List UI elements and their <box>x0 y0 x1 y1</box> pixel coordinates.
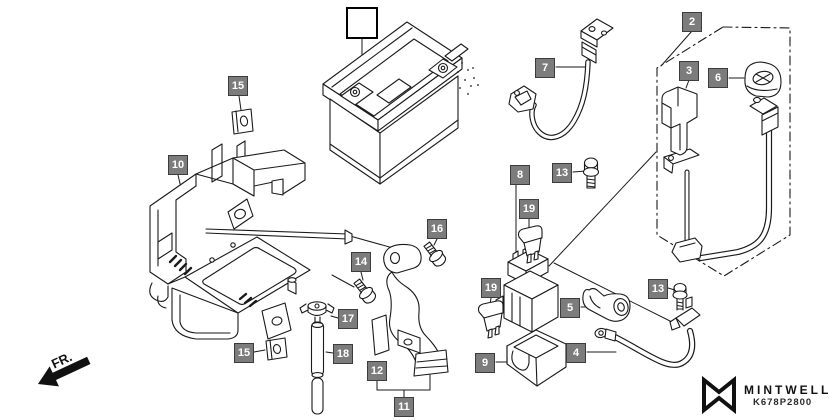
part-label-14[interactable]: 14 <box>351 252 371 272</box>
frame-section-boundary <box>656 26 791 277</box>
highlighted-part-label-box[interactable] <box>346 7 378 39</box>
part-label-4[interactable]: 4 <box>566 343 586 363</box>
part-label-2[interactable]: 2 <box>682 12 702 32</box>
hatch-marks <box>168 254 258 308</box>
part-label-3[interactable]: 3 <box>679 61 699 81</box>
part-label-5[interactable]: 5 <box>560 298 580 318</box>
part-label-6[interactable]: 6 <box>708 68 728 88</box>
starter-cable-drawing <box>663 96 779 263</box>
brand-name: MINTWELL <box>744 383 832 397</box>
diagram-code: K678P2800 <box>753 397 813 408</box>
part-label-13[interactable]: 13 <box>552 163 572 183</box>
part-label-17[interactable]: 17 <box>338 309 358 329</box>
battery-tray-drawing <box>149 140 353 340</box>
tube-cap-drawing <box>299 301 335 324</box>
part-label-15[interactable]: 15 <box>228 76 248 96</box>
part-label-9[interactable]: 9 <box>475 353 495 373</box>
battery-drawing <box>322 21 479 185</box>
positive-cable-drawing <box>508 18 614 141</box>
brand-logo-icon <box>702 375 736 415</box>
pad-drawing <box>371 314 390 356</box>
part-label-12[interactable]: 12 <box>367 361 387 381</box>
relay-drawing <box>495 244 559 333</box>
terminal-cover-drawing <box>661 86 698 156</box>
fr-arrow: FR. <box>38 349 91 387</box>
relay-holder-drawing <box>506 329 567 387</box>
part-label-10[interactable]: 10 <box>168 155 188 175</box>
bolt-14-drawing <box>353 278 377 304</box>
part-label-8[interactable]: 8 <box>510 165 530 185</box>
part-label-19[interactable]: 19 <box>519 199 539 219</box>
part-label-15[interactable]: 15 <box>234 343 254 363</box>
leader-lines <box>177 30 745 398</box>
boot-drawing <box>582 287 631 322</box>
drain-tube-drawing <box>310 321 325 415</box>
part-label-16[interactable]: 16 <box>427 219 447 239</box>
part-label-13[interactable]: 13 <box>648 279 668 299</box>
stipple-dots <box>457 62 479 95</box>
part-label-18[interactable]: 18 <box>333 344 353 364</box>
bolt-13a-drawing <box>582 157 600 189</box>
part-label-7[interactable]: 7 <box>535 58 555 78</box>
terminal-cap-drawing <box>744 61 782 98</box>
part-label-11[interactable]: 11 <box>394 397 414 417</box>
ground-cable-drawing <box>594 296 701 368</box>
bracket-drawing <box>383 243 449 377</box>
bolt-16-drawing <box>423 241 447 267</box>
bolt-13b-drawing <box>672 282 688 311</box>
part-label-19[interactable]: 19 <box>481 278 501 298</box>
fuse-drawings <box>477 225 543 339</box>
clip-nut-drawings <box>231 108 288 361</box>
